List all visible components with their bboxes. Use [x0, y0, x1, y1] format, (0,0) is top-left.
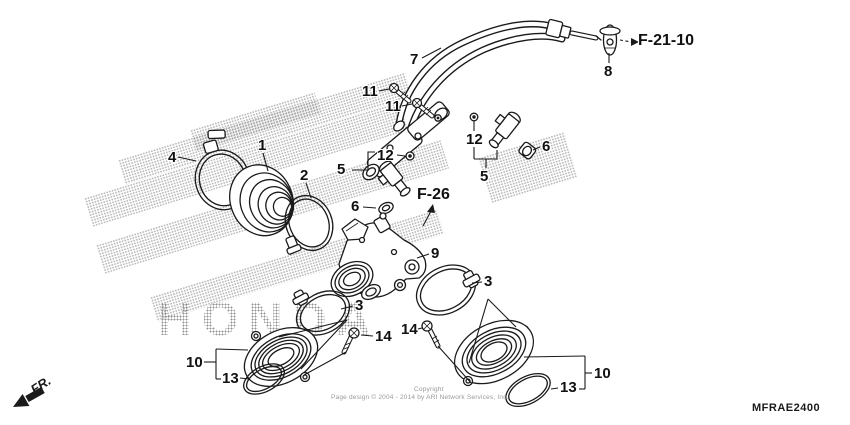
part-callout-5[interactable]: 5: [337, 161, 346, 178]
throttle-body-part9: [330, 212, 427, 301]
part-callout-1[interactable]: 1: [258, 137, 267, 154]
o-ring-part13-right: [505, 372, 551, 408]
joint-part8: [599, 24, 621, 56]
part-callout-14[interactable]: 14: [401, 321, 418, 338]
copyright-line1: Copyright: [414, 386, 444, 393]
leader-lines: [177, 47, 610, 390]
part-callout-12[interactable]: 12: [377, 147, 394, 164]
copyright-line2: Page design © 2004 - 2014 by ARI Network…: [331, 394, 509, 401]
part-callout-10[interactable]: 10: [186, 354, 203, 371]
clamp-part3-right: [415, 264, 481, 316]
part-callout-3[interactable]: 3: [484, 273, 493, 290]
part-callout-3[interactable]: 3: [355, 297, 364, 314]
clamp-part2: [284, 194, 334, 255]
part-callout-13[interactable]: 13: [560, 379, 577, 396]
part-callout-6[interactable]: 6: [351, 198, 360, 215]
screw-part14-left: [341, 327, 360, 355]
f2110-arrow: [619, 38, 639, 46]
part-callout-10[interactable]: 10: [594, 365, 611, 382]
part-callout-5[interactable]: 5: [480, 168, 489, 185]
ref-label-f-26[interactable]: F-26: [417, 186, 450, 203]
f26-arrow: [422, 204, 435, 227]
intake-boot-part1: [229, 164, 295, 237]
clamp-part3-left: [292, 289, 351, 336]
rail-bolts-part11: [388, 82, 435, 119]
injector-left-part5: [377, 151, 415, 215]
part-callout-13[interactable]: 13: [222, 370, 239, 387]
ref-label-f-21-10[interactable]: F-21-10: [638, 32, 695, 49]
screw-part14-right: [421, 320, 441, 349]
part-callout-12[interactable]: 12: [466, 131, 483, 148]
injector-right-part5: [469, 111, 537, 160]
fuel-rail: [362, 101, 450, 181]
front-direction-arrow: [13, 386, 45, 407]
o-ring-part13-left: [243, 363, 285, 395]
part-callout-8[interactable]: 8: [604, 63, 613, 80]
part-callout-2[interactable]: 2: [300, 167, 309, 184]
part-callout-11[interactable]: 11: [362, 83, 378, 100]
diagram-code: MFRAE2400: [752, 402, 821, 414]
insulator-part10-right: [454, 319, 534, 387]
insulator-part10-left: [243, 326, 319, 388]
part-callout-14[interactable]: 14: [375, 328, 392, 345]
part-callout-11[interactable]: 11: [385, 98, 401, 115]
part-callout-9[interactable]: 9: [431, 245, 440, 262]
part-callout-4[interactable]: 4: [168, 149, 177, 166]
part-callout-6[interactable]: 6: [542, 138, 551, 155]
part-callout-7[interactable]: 7: [410, 51, 419, 68]
